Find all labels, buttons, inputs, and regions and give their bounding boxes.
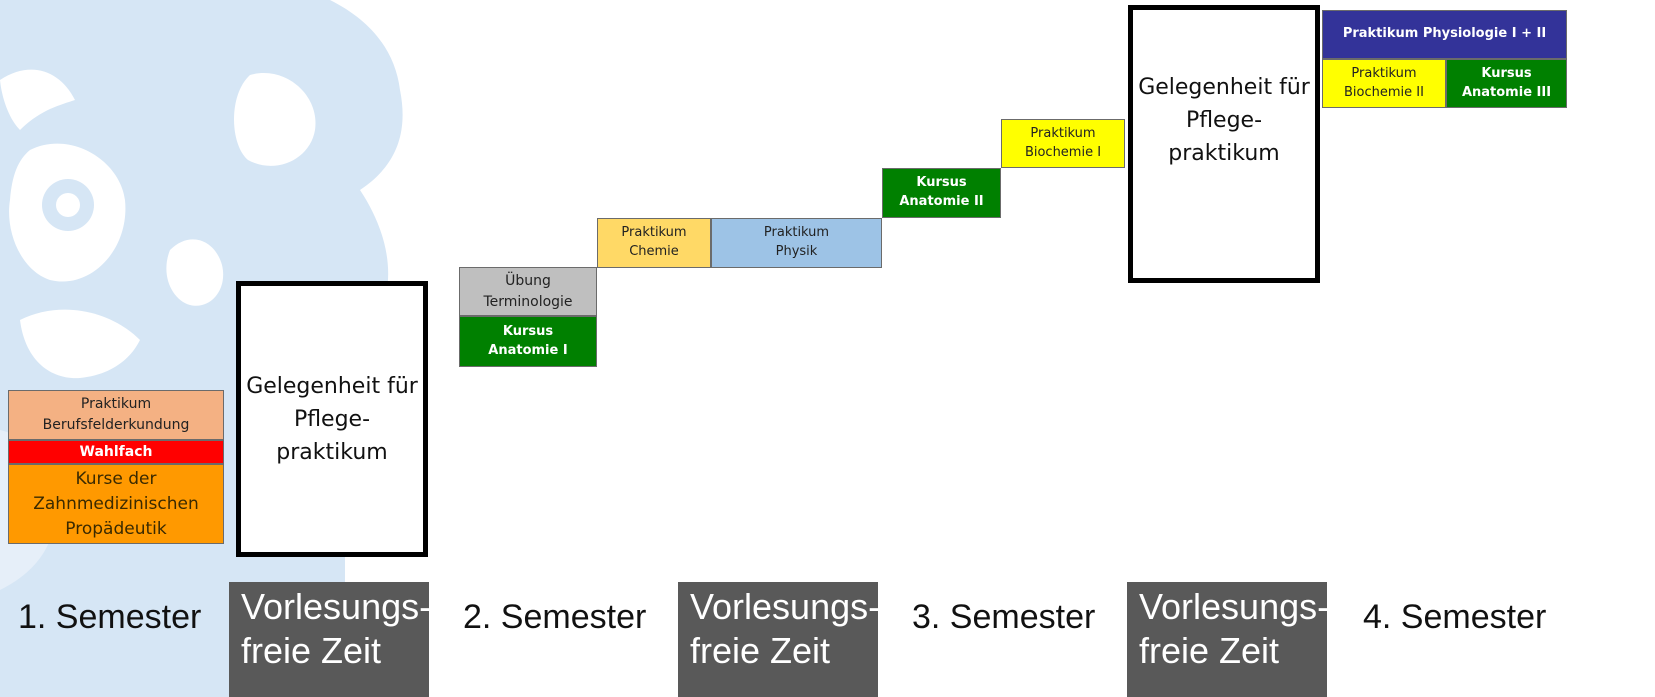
pflege-line4: praktikum [276, 439, 388, 465]
pflege2-line4: praktikum [1168, 140, 1280, 166]
praktikum-chemie-line1: Praktikum [621, 225, 687, 241]
semester-3-label: 3. Semester [912, 598, 1096, 636]
kursus-anatomie-2-line1: Kursus [916, 175, 967, 191]
wahlfach-label: Wahlfach [79, 443, 153, 460]
kursus-anatomie-2-line2: Anatomie II [899, 194, 984, 209]
vfz-2-line2: freie Zeit [690, 630, 831, 671]
vfz-1-line2: freie Zeit [241, 630, 382, 671]
kurse-propaedeutik-line1: Kurse der [75, 468, 157, 489]
pflege-line2: für [387, 373, 418, 399]
praktikum-berufsfelderkundung-line2: Berufsfelderkundung [42, 417, 190, 433]
praktikum-biochemie-1-line1: Praktikum [1030, 125, 1096, 141]
semester-2-label: 2. Semester [463, 598, 647, 636]
kursus-anatomie-1-line1: Kursus [502, 323, 554, 339]
uebung-terminologie-line1: Übung [505, 273, 551, 290]
vorlesungsfreie-zeit-1: Vorlesungs- freie Zeit [229, 582, 432, 697]
praktikum-biochemie-1-line2: Biochemie I [1024, 144, 1102, 160]
vorlesungsfreie-zeit-2: Vorlesungs- freie Zeit [678, 582, 881, 697]
praktikum-physik-box: Praktikum Physik [711, 218, 882, 268]
kursus-anatomie-2-box: Kursus Anatomie II [882, 168, 1001, 218]
pflegepraktikum-box-2: Gelegenheit für Pflege- praktikum [1128, 5, 1320, 283]
praktikum-physik-line2: Physik [775, 244, 818, 259]
praktikum-biochemie-2-box: Praktikum Biochemie II [1322, 59, 1446, 108]
praktikum-biochemie-2-line2: Biochemie II [1344, 84, 1424, 100]
kursus-anatomie-1-line2: Anatomie I [488, 342, 568, 358]
pflege-line3: Pflege- [293, 406, 371, 432]
praktikum-biochemie-1-box: Praktikum Biochemie I [1001, 119, 1125, 168]
semester-1-label: 1. Semester [18, 598, 202, 636]
pflege2-line3: Pflege- [1185, 107, 1263, 133]
wahlfach-box: Wahlfach [8, 440, 224, 464]
pflegepraktikum-box-1: Gelegenheit für Pflege- praktikum [236, 281, 428, 557]
semester-4-label: 4. Semester [1363, 598, 1547, 636]
vfz-1-line1: Vorlesungs- [241, 586, 432, 627]
uebung-terminologie-box: Übung Terminologie [459, 267, 597, 316]
vfz-2-line1: Vorlesungs- [690, 586, 881, 627]
praktikum-physik-line1: Praktikum [763, 225, 830, 241]
pflege-line1: Gelegenheit [246, 373, 381, 399]
praktikum-physiologie-label: Praktikum Physiologie I + II [1342, 26, 1547, 42]
pflege2-line2: für [1279, 74, 1310, 100]
praktikum-physiologie-box: Praktikum Physiologie I + II [1322, 10, 1567, 59]
uebung-terminologie-line2: Terminologie [483, 293, 573, 310]
praktikum-chemie-line2: Chemie [629, 244, 679, 259]
praktikum-berufsfelderkundung-line1: Praktikum [80, 396, 152, 412]
praktikum-chemie-box: Praktikum Chemie [597, 218, 711, 268]
pflege2-line1: Gelegenheit [1138, 74, 1273, 100]
kurse-propaedeutik-line3: Propädeutik [65, 518, 167, 539]
praktikum-biochemie-2-line1: Praktikum [1351, 65, 1417, 81]
vfz-3-line1: Vorlesungs- [1139, 586, 1330, 627]
kursus-anatomie-3-line1: Kursus [1481, 65, 1532, 81]
vfz-3-line2: freie Zeit [1139, 630, 1280, 671]
praktikum-berufsfelderkundung-box: Praktikum Berufsfelderkundung [8, 390, 224, 440]
kursus-anatomie-1-box: Kursus Anatomie I [459, 316, 597, 367]
kursus-anatomie-3-line2: Anatomie III [1461, 84, 1552, 100]
kurse-propaedeutik-line2: Zahnmedizinischen [33, 493, 199, 514]
vorlesungsfreie-zeit-3: Vorlesungs- freie Zeit [1127, 582, 1330, 697]
kursus-anatomie-3-box: Kursus Anatomie III [1446, 59, 1567, 108]
kurse-propaedeutik-box: Kurse der Zahnmedizinischen Propädeutik [8, 464, 224, 544]
